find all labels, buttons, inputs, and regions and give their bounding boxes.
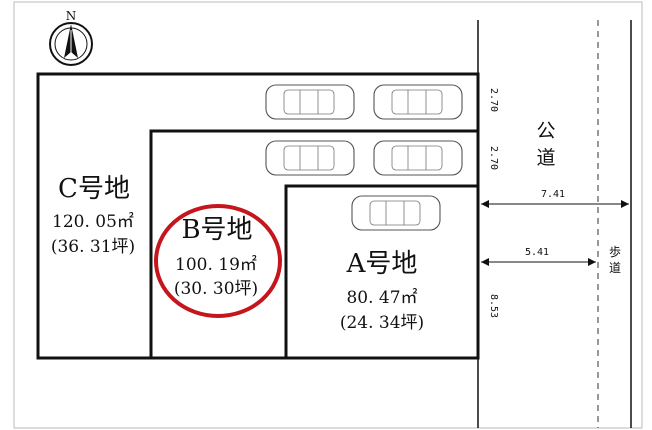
lot-b-area: 100. 19㎡ (175, 255, 257, 275)
dim-arrow-sidewalk (481, 258, 596, 266)
lot-a-area: 80. 47㎡ (346, 288, 417, 308)
dim-lane-top: 2.70 (488, 88, 499, 112)
north-compass-icon (49, 22, 93, 66)
public-road-label-2: 道 (536, 147, 555, 169)
image-frame (13, 1, 643, 429)
lot-c-b-boundary (149, 129, 478, 358)
public-road-label-1: 公 (536, 120, 555, 142)
sidewalk-label-1: 歩 (609, 244, 621, 259)
parking-car-1 (265, 84, 355, 120)
dim-lot-a-frontage: 8.53 (488, 294, 499, 318)
parking-car-3 (265, 140, 355, 176)
lot-b-name: B号地 (181, 215, 252, 245)
dim-arrow-road-width (481, 200, 629, 208)
dim-to-road-edge: 7.41 (541, 189, 565, 200)
lot-c-name: C号地 (58, 174, 130, 204)
lot-b-a-boundary (284, 184, 478, 358)
dim-lane-mid: 2.70 (488, 146, 499, 170)
parking-car-2 (373, 84, 463, 120)
lot-a-name: A号地 (346, 249, 418, 279)
parking-car-5 (351, 195, 441, 231)
sidewalk-label-2: 道 (609, 261, 621, 275)
lot-b-highlight-circle (154, 204, 282, 318)
lot-b-tsubo: (30. 30坪) (174, 279, 258, 299)
lot-c-tsubo: (36. 31坪) (51, 237, 135, 257)
parking-car-4 (373, 140, 463, 176)
dim-to-sidewalk: 5.41 (525, 247, 549, 258)
north-label: N (66, 9, 77, 23)
lot-a-tsubo: (24. 34坪) (340, 313, 424, 333)
lot-c-area: 120. 05㎡ (52, 212, 134, 232)
